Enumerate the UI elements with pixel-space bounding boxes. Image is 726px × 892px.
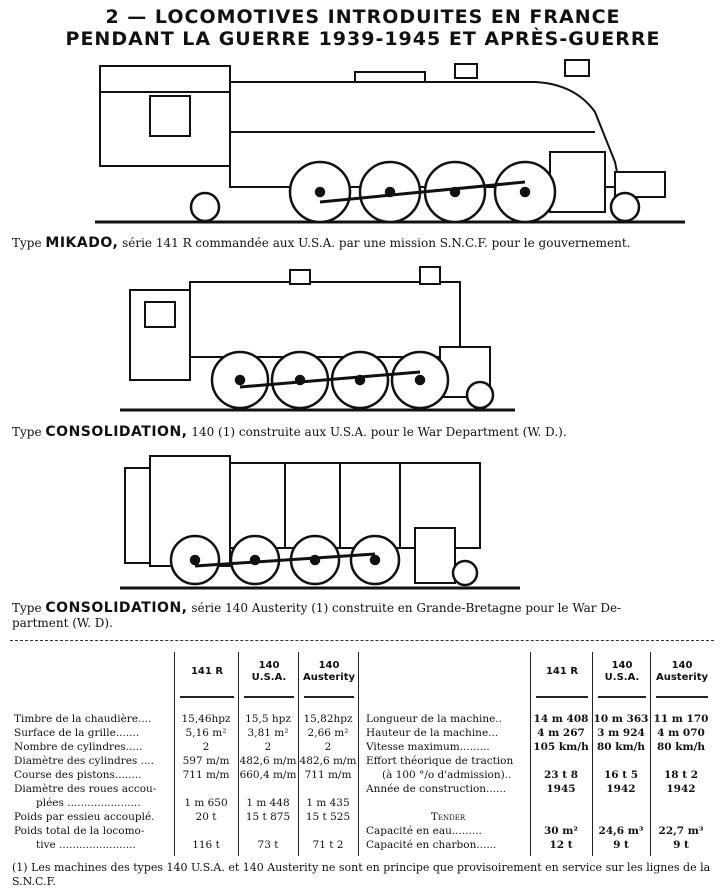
left-header-141r: 141 R xyxy=(190,666,224,677)
table-row-label: Tender xyxy=(430,811,466,823)
table-row-label: Capacité en eau......... xyxy=(366,825,482,837)
table-row-label: Capacité en charbon...... xyxy=(366,839,497,851)
right-header-141r: 141 R xyxy=(545,666,579,677)
caption-consolidation-austerity-cont: partment (W. D). xyxy=(12,616,113,630)
page-title-line2: PENDANT LA GUERRE 1939-1945 ET APRÈS-GUE… xyxy=(65,28,661,50)
header-rule xyxy=(598,696,646,698)
table-divider xyxy=(592,652,593,856)
table-row-label: (à 100 °/o d'admission).. xyxy=(382,769,512,781)
page-title-line1: 2 — LOCOMOTIVES INTRODUITES EN FRANCE xyxy=(105,6,621,28)
header-rule xyxy=(656,696,708,698)
table-row-label: Diamètre des cylindres .... xyxy=(14,755,154,767)
header-rule xyxy=(180,696,234,698)
table-row-label: Vitesse maximum......... xyxy=(366,741,490,753)
table-divider xyxy=(174,652,175,856)
table-divider xyxy=(238,652,239,856)
table-row-label: Surface de la grille....... xyxy=(14,727,140,739)
consolidation-usa-locomotive-drawing xyxy=(120,266,515,412)
table-divider xyxy=(358,652,359,856)
table-row-label: tive ....................... xyxy=(36,839,136,851)
mikado-locomotive-drawing xyxy=(95,59,685,224)
table-divider xyxy=(530,652,531,856)
table-row-label: Diamètre des roues accou- xyxy=(14,783,157,795)
caption-mikado: Type MIKADO, série 141 R commandée aux U… xyxy=(12,235,631,251)
table-row-label: plées ...................... xyxy=(36,797,141,809)
caption-consolidation-usa: Type CONSOLIDATION, 140 (1) construite a… xyxy=(12,424,567,440)
left-header-140usa: 140 U.S.A. xyxy=(251,660,287,683)
table-divider xyxy=(298,652,299,856)
header-rule xyxy=(536,696,588,698)
right-header-140austerity: 140 Austerity xyxy=(655,660,709,683)
table-divider xyxy=(650,652,651,856)
table-row-label: Hauteur de la machine... xyxy=(366,727,499,739)
table-row-label: Poids total de la locomo- xyxy=(14,825,145,837)
left-header-140austerity: 140 Austerity xyxy=(302,660,356,683)
consolidation-austerity-locomotive-drawing xyxy=(120,455,520,590)
table-row-label: Longueur de la machine.. xyxy=(366,713,502,725)
table-row-label: Course des pistons........ xyxy=(14,769,142,781)
table-row-label xyxy=(366,796,530,810)
table-row-label: Année de construction...... xyxy=(366,783,507,795)
right-table-labels: Longueur de la machine.. Hauteur de la m… xyxy=(366,712,530,852)
footnote: (1) Les machines des types 140 U.S.A. et… xyxy=(12,861,711,888)
header-rule xyxy=(304,696,354,698)
table-row-label: Nombre de cylindres..... xyxy=(14,741,143,753)
caption-consolidation-austerity: Type CONSOLIDATION, série 140 Austerity … xyxy=(12,600,622,616)
table-row-label: Timbre de la chaudière.... xyxy=(14,713,152,725)
section-divider xyxy=(10,640,714,641)
table-row-label: Poids par essieu accouplé. xyxy=(14,811,155,823)
table-row-label: Effort théorique de traction xyxy=(366,755,514,767)
header-rule xyxy=(244,696,294,698)
right-header-140usa: 140 U.S.A. xyxy=(604,660,640,683)
left-table-labels: Timbre de la chaudière.... Surface de la… xyxy=(14,712,174,852)
